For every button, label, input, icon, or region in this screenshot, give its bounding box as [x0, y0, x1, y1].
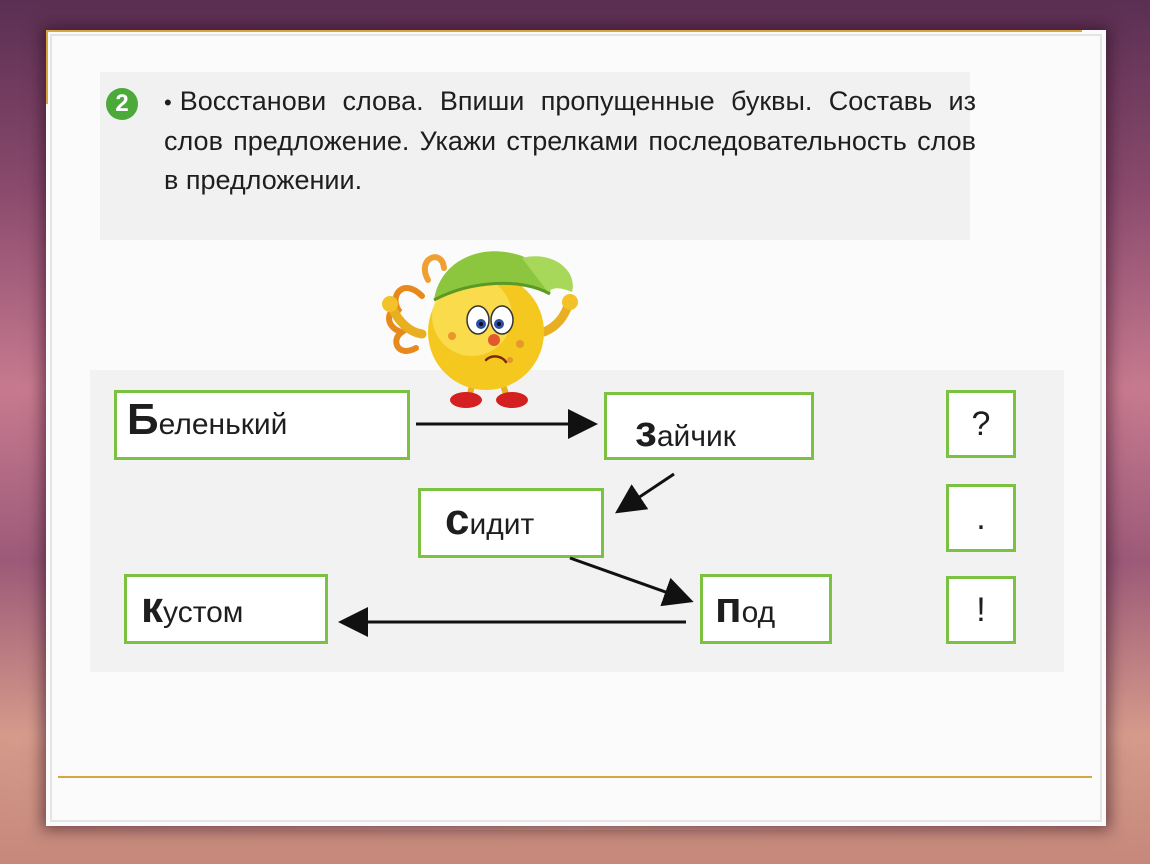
bottom-rule — [58, 776, 1092, 778]
task-number-badge: 2 — [106, 88, 138, 120]
bullet: • — [164, 90, 172, 115]
word-first-letter: с — [445, 495, 470, 544]
word-first-letter: п — [715, 583, 742, 632]
punct-box-question[interactable]: ? — [946, 390, 1016, 458]
word-rest: устом — [163, 596, 244, 629]
kolobok-illustration — [382, 251, 578, 408]
slide-frame — [50, 34, 1102, 822]
word-rest: од — [741, 596, 776, 629]
word-rest: еленький — [158, 408, 288, 441]
word-rest: айчик — [656, 420, 736, 453]
task-panel — [100, 72, 970, 240]
word-first-letter: з — [635, 407, 657, 456]
word-rest: идит — [469, 508, 535, 541]
punct-box-exclamation[interactable]: ! — [946, 576, 1016, 644]
punct-box-period[interactable]: . — [946, 484, 1016, 552]
word-box-pod[interactable]: под — [700, 574, 832, 644]
word-box-belenkiy[interactable]: Беленький — [114, 390, 410, 460]
left-rule — [46, 30, 48, 104]
word-box-zaychik[interactable]: зайчик — [604, 392, 814, 460]
top-rule — [46, 30, 1082, 32]
task-instruction-text: Восстанови слова. Впиши пропущенные бук­… — [164, 86, 976, 195]
task-instruction: •Восстанови слова. Впиши пропущенные бук… — [164, 82, 976, 200]
word-box-sidit[interactable]: сидит — [418, 488, 604, 558]
word-first-letter: Б — [127, 395, 159, 444]
word-first-letter: к — [141, 583, 164, 632]
word-box-kustom[interactable]: кустом — [124, 574, 328, 644]
slide: 2 •Восстанови слова. Впиши пропущенные б… — [46, 30, 1106, 826]
